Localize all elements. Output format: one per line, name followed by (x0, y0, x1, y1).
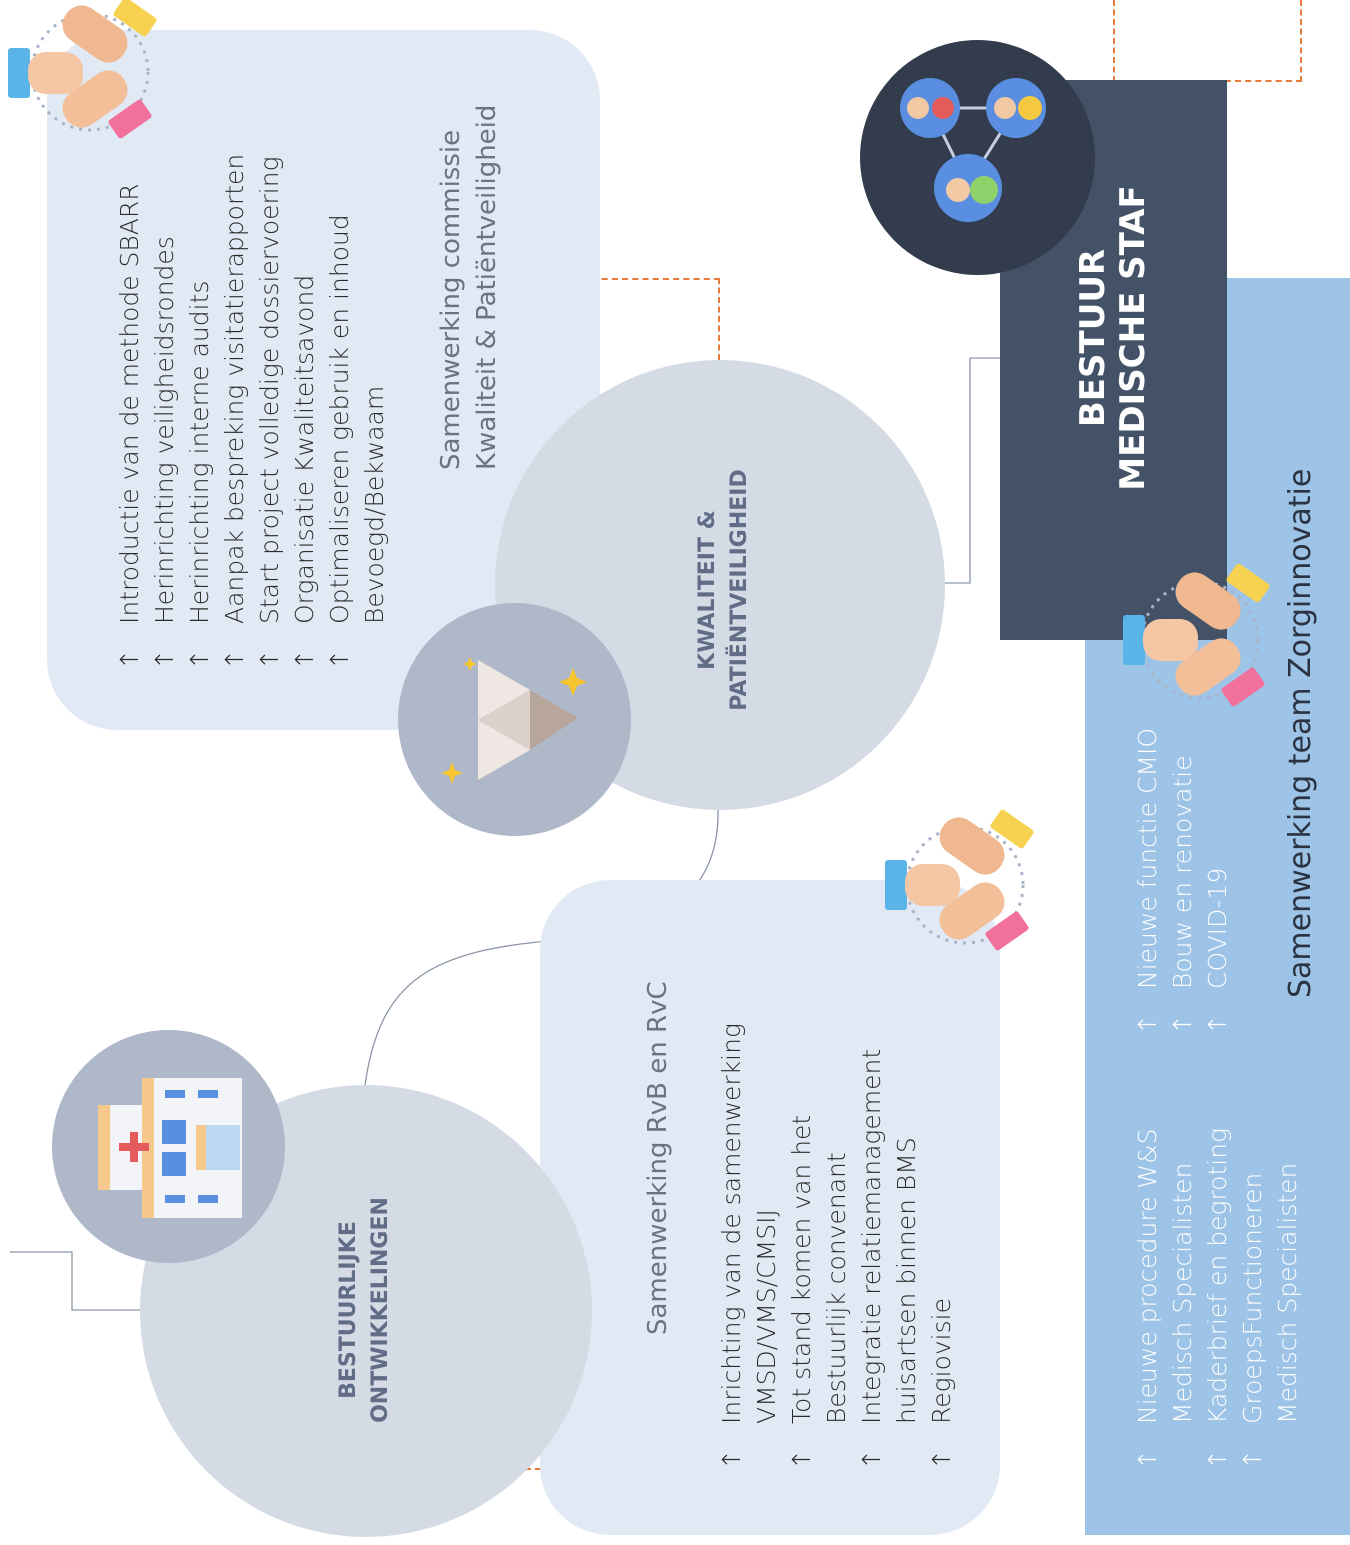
board-panel (540, 880, 1000, 1535)
dashed-connector-quality (520, 278, 720, 360)
